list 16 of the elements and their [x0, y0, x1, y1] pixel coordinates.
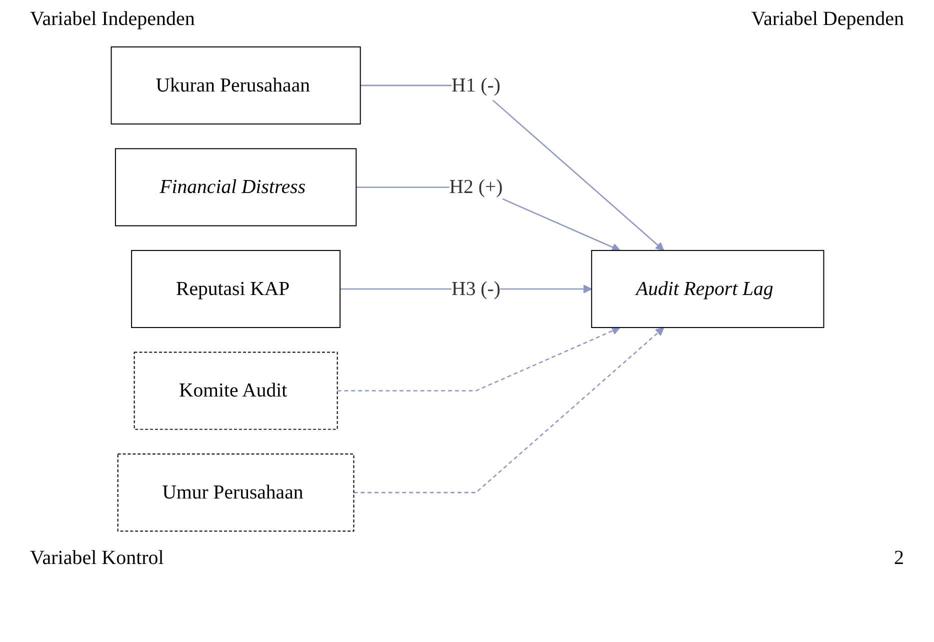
node-box: Ukuran Perusahaan	[110, 46, 360, 124]
node-box: Komite Audit	[133, 352, 338, 430]
section-heading: Variabel Kontrol	[30, 547, 164, 570]
section-heading: Variabel Independen	[30, 8, 195, 31]
arrow	[353, 327, 664, 494]
arrow	[360, 84, 664, 251]
node-box: Reputasi KAP	[130, 250, 340, 328]
arrow	[336, 326, 620, 392]
edge-label: H1 (-)	[451, 74, 500, 96]
edge-label: H3 (-)	[451, 278, 500, 300]
node-box: Umur Perusahaan	[116, 454, 354, 532]
node-box: Audit Report Lag	[590, 250, 824, 328]
node-box: Financial Distress	[114, 148, 356, 226]
edge-label: H2 (+)	[448, 176, 502, 198]
section-heading: Variabel Dependen	[751, 8, 904, 31]
section-heading: 2	[894, 547, 904, 570]
